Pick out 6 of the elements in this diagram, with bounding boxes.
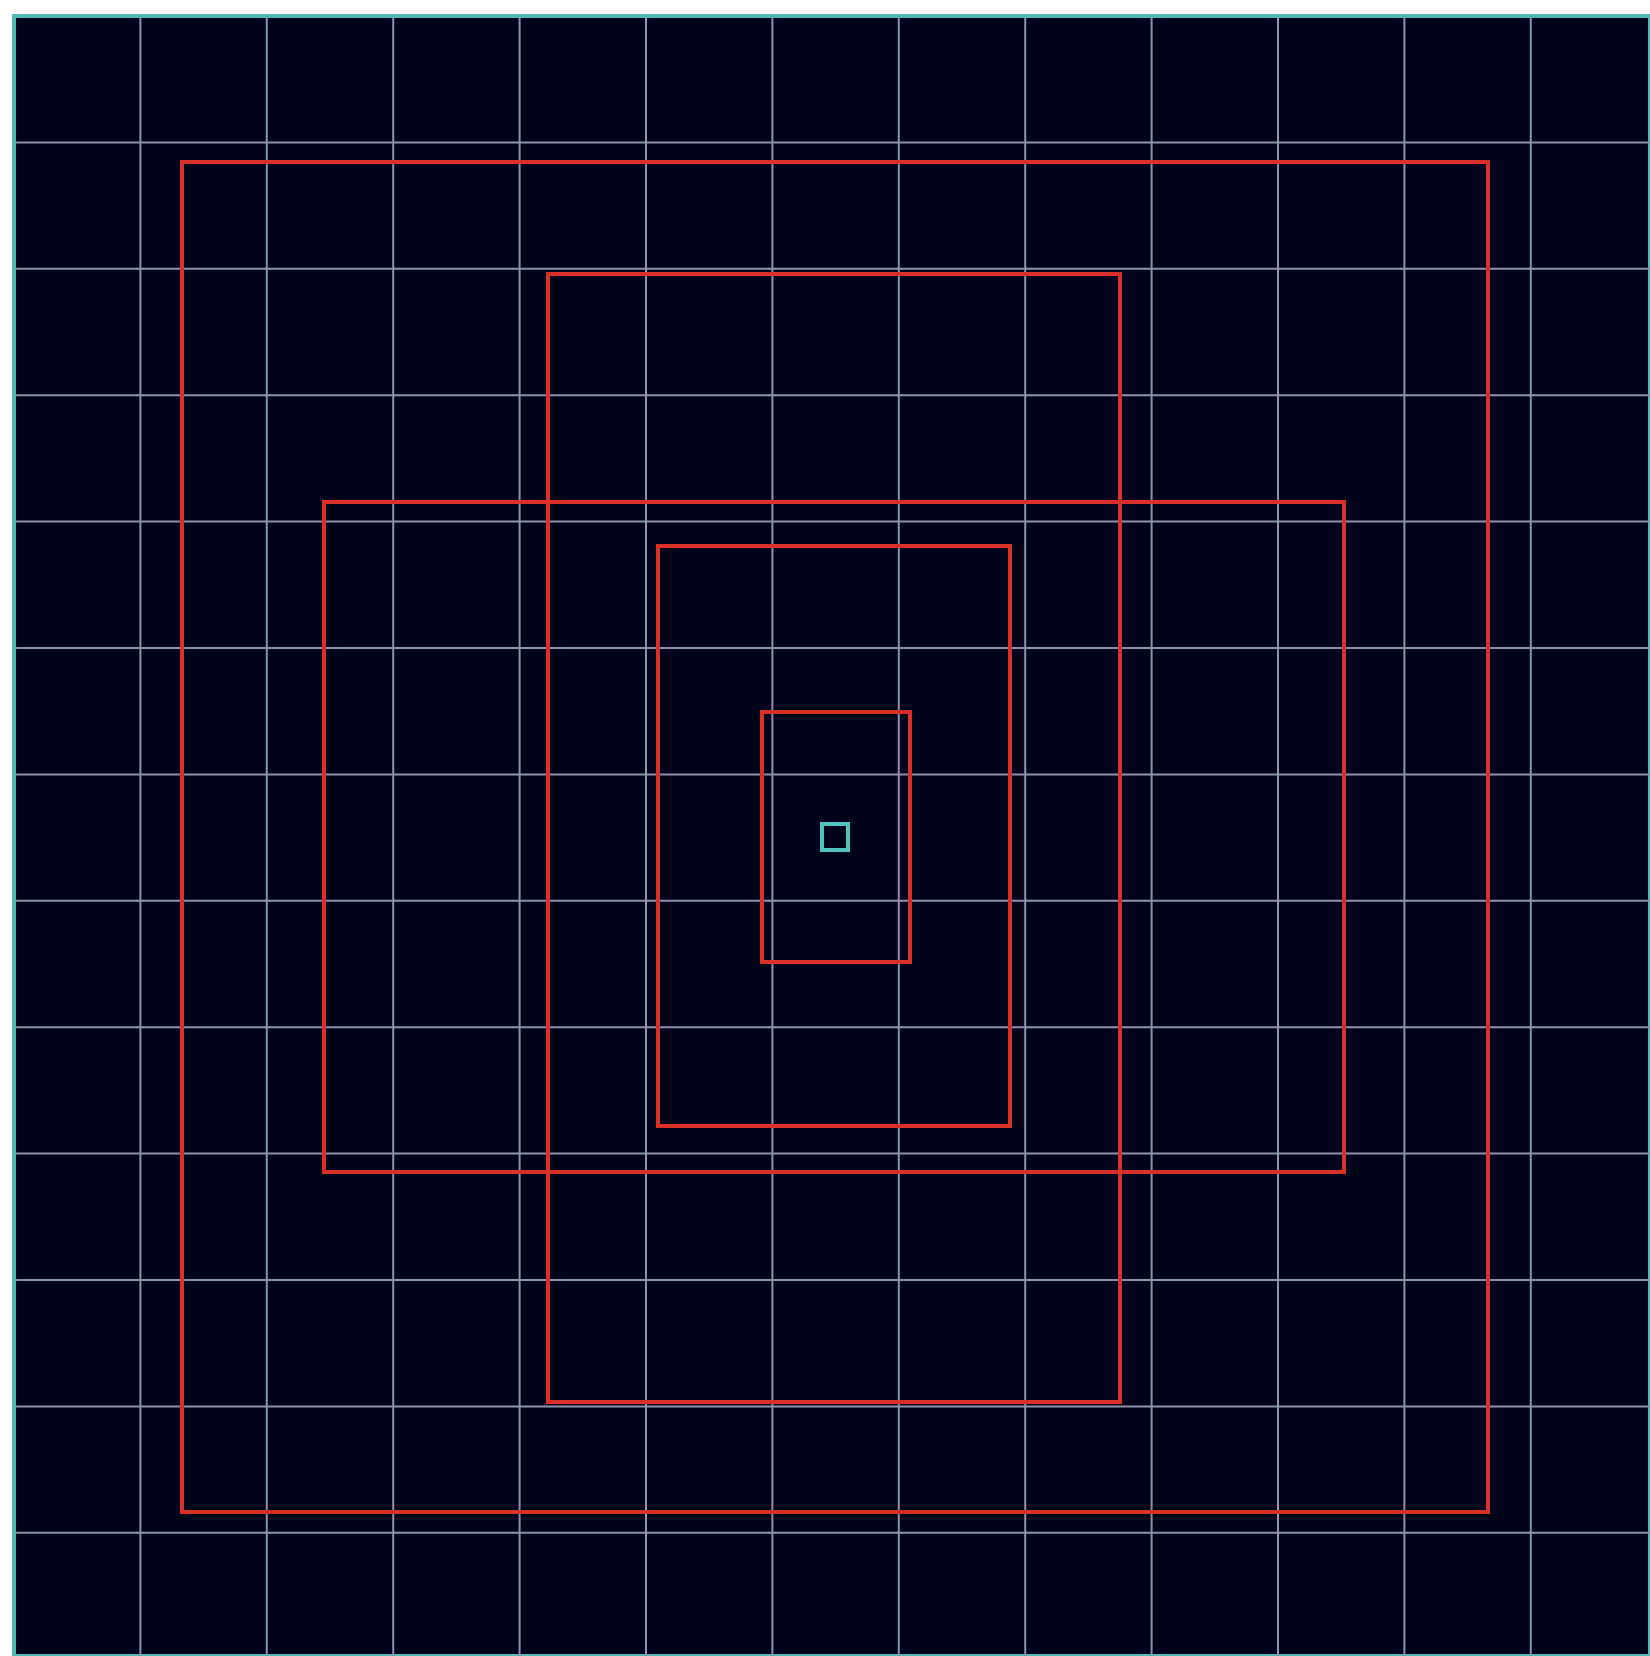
outline-box <box>180 160 1490 1514</box>
outline-box <box>656 544 1012 1128</box>
outline-box <box>760 710 912 964</box>
marker-square <box>820 822 850 852</box>
outline-box <box>546 272 1122 1404</box>
outline-box <box>322 500 1346 1174</box>
